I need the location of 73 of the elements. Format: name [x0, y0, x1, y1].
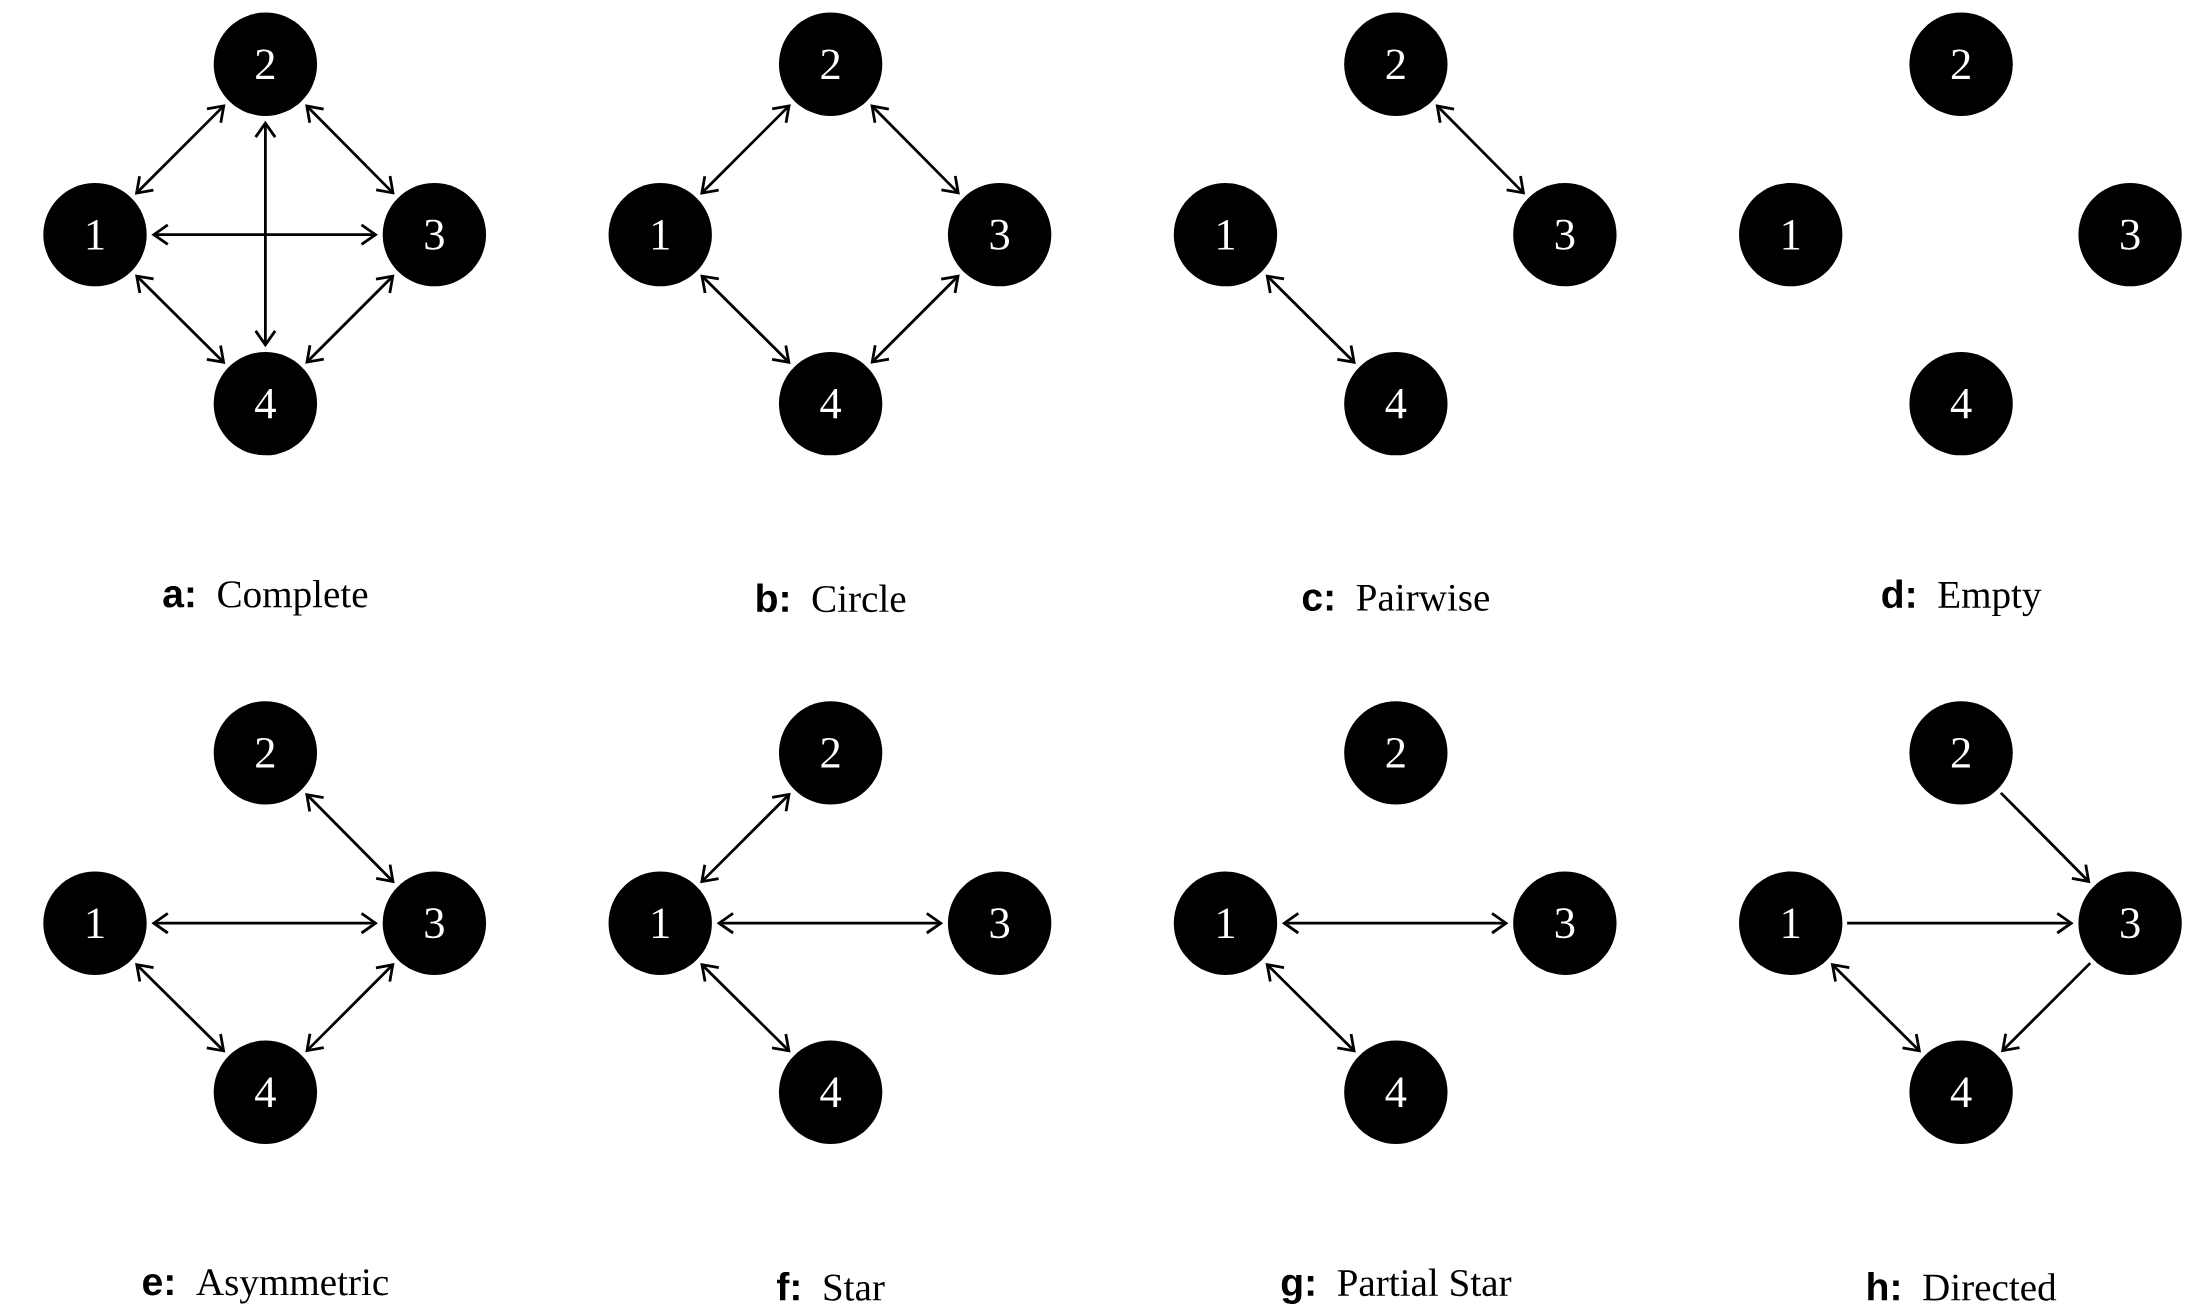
- graph-node: 1: [43, 871, 147, 975]
- graph-node: 2: [1344, 12, 1448, 116]
- graph-node: 3: [2078, 182, 2182, 287]
- arrow: [2001, 961, 2092, 1053]
- arrow: [151, 223, 378, 246]
- graph-node: 3: [947, 182, 1052, 287]
- panel-caption: Complete: [218, 579, 368, 616]
- arrow: [870, 274, 960, 364]
- arrow: [870, 104, 960, 195]
- graph-node: 2: [1344, 700, 1448, 805]
- graph-node: 2: [1909, 12, 2013, 116]
- panel-caption: Partial Star: [1337, 1268, 1512, 1296]
- panel-caption: Star: [824, 1274, 885, 1301]
- arrow: [135, 274, 226, 364]
- graph-node: 3: [1513, 871, 1617, 975]
- arrow: [1281, 912, 1509, 934]
- arrow: [254, 120, 277, 347]
- arrow: [305, 962, 395, 1053]
- panel-letter: g:: [1281, 1274, 1314, 1304]
- panel-caption: Directed: [1923, 1272, 2057, 1301]
- graph-node: 3: [2078, 871, 2182, 975]
- graph-node: 4: [778, 1040, 883, 1144]
- graph-node: 3: [382, 182, 487, 287]
- graph-node: 4: [1344, 351, 1448, 456]
- panel-caption: Empty: [1938, 581, 2042, 616]
- arrow: [151, 912, 378, 934]
- graph-node: 1: [43, 182, 147, 287]
- panel-caption: Circle: [812, 584, 906, 612]
- arrow: [1435, 104, 1526, 195]
- arrow: [716, 912, 944, 934]
- arrow: [1265, 962, 1356, 1053]
- graph-node: 1: [1739, 182, 1843, 287]
- graph-node: 2: [213, 700, 318, 805]
- arrow: [305, 792, 395, 883]
- graph-node: 1: [1739, 871, 1843, 975]
- arrow: [700, 962, 791, 1053]
- graph-node: 4: [213, 1040, 318, 1144]
- arrow: [700, 274, 791, 364]
- arrow: [305, 274, 395, 364]
- graph-node: 3: [947, 871, 1052, 975]
- graph-node: 4: [1909, 351, 2013, 456]
- arrow: [700, 103, 791, 195]
- graph-node: 4: [1344, 1040, 1448, 1144]
- graph-node: 2: [1909, 700, 2013, 805]
- arrow: [1847, 912, 2074, 934]
- panel-letter: f:: [777, 1271, 799, 1301]
- panel-caption: Asymmetric: [196, 1268, 389, 1304]
- graph-node: 2: [213, 12, 318, 116]
- graph-node: 4: [1909, 1040, 2013, 1144]
- graph-node: 1: [1173, 182, 1278, 287]
- panel-letter: c:: [1302, 589, 1333, 611]
- panel-letter: a:: [163, 585, 194, 608]
- graph-node: 3: [1513, 182, 1617, 287]
- graph-node: 2: [778, 12, 883, 116]
- graph-node: 1: [1173, 871, 1278, 975]
- arrow: [135, 962, 226, 1053]
- arrow: [134, 103, 226, 195]
- graph-node: 1: [608, 871, 712, 975]
- panel-letter: d:: [1882, 579, 1914, 608]
- graph-node: 4: [778, 351, 883, 456]
- arrow: [1830, 962, 1922, 1053]
- arrow: [1265, 274, 1356, 364]
- arrow: [700, 792, 791, 884]
- panel-letter: b:: [757, 583, 788, 612]
- arrow: [1999, 791, 2091, 883]
- panel-caption: Pairwise: [1356, 584, 1489, 611]
- arrow: [305, 104, 395, 195]
- graph-node: 3: [382, 871, 487, 975]
- panel-letter: h:: [1868, 1271, 1899, 1301]
- graph-node: 1: [608, 182, 712, 287]
- panel-letter: e:: [143, 1273, 173, 1296]
- graph-node: 4: [213, 351, 318, 456]
- graph-node: 2: [778, 700, 883, 805]
